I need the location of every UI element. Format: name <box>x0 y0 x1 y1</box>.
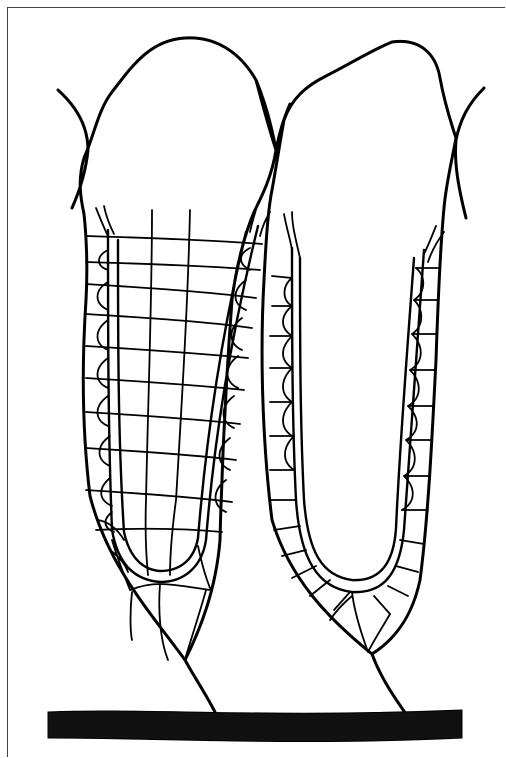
right-villus <box>262 41 484 654</box>
left-crown-left <box>58 90 88 208</box>
left-cross-line <box>86 346 248 358</box>
left-villus <box>58 38 276 660</box>
right-villus-outline <box>262 41 456 654</box>
left-crown-right <box>256 80 276 150</box>
right-fiber <box>424 226 436 254</box>
left-cross-line <box>86 448 236 460</box>
right-root-stalk <box>372 654 406 714</box>
right-core-wall-inner <box>300 258 414 580</box>
left-cross-line <box>86 284 256 298</box>
base-bar <box>48 710 462 742</box>
right-fiber <box>284 214 292 250</box>
right-crown-right <box>455 88 484 218</box>
right-crown-left <box>276 104 290 150</box>
left-cross-line <box>86 262 260 270</box>
left-root-stalk <box>185 660 216 714</box>
left-cross-line <box>86 236 262 244</box>
